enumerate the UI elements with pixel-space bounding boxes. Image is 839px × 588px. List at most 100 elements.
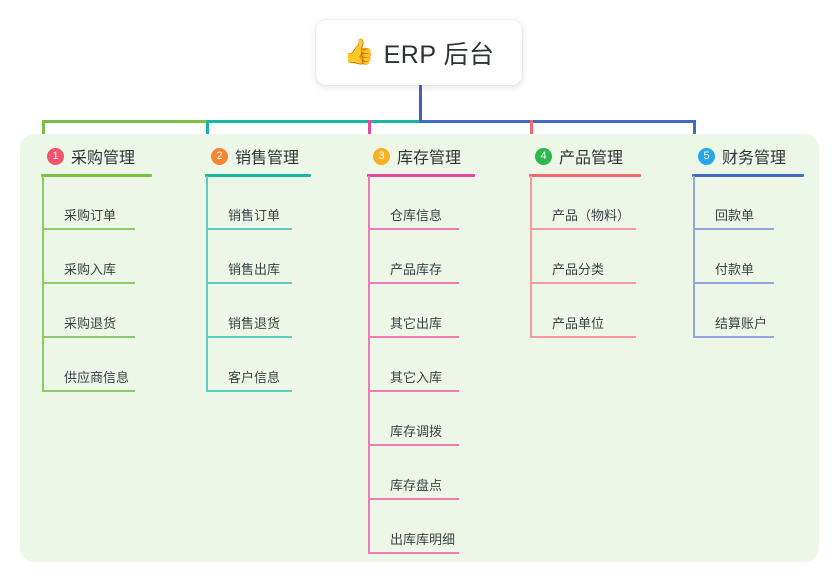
branch-index-badge: 3 [373,147,390,165]
leaf-node-label: 付款单 [715,262,755,277]
branch-header-label: 采购管理 [71,150,136,167]
branch-column-2: 2 销售管理 销售订单 销售出库 销售退货 客户信息 [205,145,341,401]
leaf-node-label: 产品（物料） [552,208,631,223]
leaf-node-label: 结算账户 [715,316,768,331]
branch-spine [42,176,44,392]
branch-index-badge: 4 [535,147,552,165]
root-node[interactable]: 👍 ERP 后台 [316,20,522,85]
leaf-underline [207,336,292,338]
leaf-node[interactable]: 库存盘点 [368,470,482,500]
leaf-underline [694,228,774,230]
leaf-node[interactable]: 回款单 [693,200,797,230]
branch-header-5[interactable]: 5 财务管理 [692,145,834,167]
leaf-underline [43,336,135,338]
branch-spine [693,176,695,338]
root-drop-line [419,85,422,123]
leaf-node-label: 库存调拨 [390,424,443,439]
branch-index-badge: 5 [698,147,715,165]
branch-header-underline [692,174,804,177]
branch-header-underline [367,174,475,177]
leaf-node[interactable]: 产品单位 [530,308,659,338]
leaf-node[interactable]: 供应商信息 [42,362,158,392]
leaf-node[interactable]: 采购退货 [42,308,158,338]
branch-spine [368,176,370,554]
branch-stub-1 [42,120,45,145]
leaf-node[interactable]: 产品分类 [530,254,659,284]
leaf-node-label: 产品单位 [552,316,605,331]
leaf-underline [207,390,292,392]
leaf-node-label: 采购订单 [64,208,117,223]
branch-header-underline [529,174,641,177]
leaf-underline [369,390,459,392]
branches-panel [20,134,819,562]
leaf-node[interactable]: 仓库信息 [368,200,482,230]
branch-spine [206,176,208,392]
connector-bar-segment-1 [42,120,206,123]
leaf-node-label: 客户信息 [228,370,281,385]
leaf-underline [369,228,459,230]
branch-stub-4 [530,120,533,145]
branch-header-3[interactable]: 3 库存管理 [367,145,505,167]
leaf-node[interactable]: 出库库明细 [368,524,482,554]
branch-header-label: 财务管理 [722,150,787,167]
branch-header-1[interactable]: 1 采购管理 [41,145,182,167]
leaf-node[interactable]: 结算账户 [693,308,797,338]
leaf-underline [369,282,459,284]
leaf-underline [43,228,135,230]
leaf-node[interactable]: 其它入库 [368,362,482,392]
leaf-underline [369,498,459,500]
leaf-node-label: 供应商信息 [64,370,130,385]
leaf-node[interactable]: 产品库存 [368,254,482,284]
leaf-node-label: 库存盘点 [390,478,443,493]
branch-header-underline [205,174,311,177]
leaf-node-label: 回款单 [715,208,755,223]
leaf-underline [43,390,135,392]
branch-stub-5 [693,120,696,145]
leaf-node-label: 出库库明细 [390,532,456,547]
leaf-node-label: 销售退货 [228,316,281,331]
leaf-underline [369,552,459,554]
leaf-node[interactable]: 销售出库 [206,254,315,284]
leaf-node-label: 其它入库 [390,370,443,385]
leaf-node[interactable]: 客户信息 [206,362,315,392]
root-node-content: 👍 ERP 后台 [343,35,494,71]
leaf-underline [694,282,774,284]
leaf-underline [694,336,774,338]
branch-stub-2 [206,120,209,145]
leaf-node[interactable]: 库存调拨 [368,416,482,446]
leaf-node-label: 其它出库 [390,316,443,331]
leaf-node[interactable]: 其它出库 [368,308,482,338]
branch-header-label: 销售管理 [235,150,300,167]
branch-stub-3 [368,120,371,145]
connector-bar-segment-2 [206,120,419,123]
leaf-underline [369,444,459,446]
branch-column-1: 1 采购管理 采购订单 采购入库 采购退货 供应商信息 [41,145,182,401]
leaf-underline [369,336,459,338]
leaf-underline [43,282,135,284]
branch-column-3: 3 库存管理 仓库信息 产品库存 其它出库 其它入库 库存调拨 [367,145,505,563]
leaf-node-label: 采购退货 [64,316,117,331]
leaf-node[interactable]: 付款单 [693,254,797,284]
branch-header-2[interactable]: 2 销售管理 [205,145,341,167]
leaf-node-label: 产品分类 [552,262,605,277]
branch-header-underline [41,174,152,177]
branch-column-4: 4 产品管理 产品（物料） 产品分类 产品单位 [529,145,671,347]
leaf-node[interactable]: 销售退货 [206,308,315,338]
leaf-node-label: 采购入库 [64,262,117,277]
leaf-node[interactable]: 销售订单 [206,200,315,230]
leaf-underline [207,282,292,284]
leaf-underline [207,228,292,230]
branch-header-label: 产品管理 [559,150,624,167]
leaf-node[interactable]: 采购入库 [42,254,158,284]
leaf-underline [531,336,636,338]
branch-header-label: 库存管理 [397,150,462,167]
leaf-node-label: 仓库信息 [390,208,443,223]
branch-column-5: 5 财务管理 回款单 付款单 结算账户 [692,145,834,347]
leaf-underline [531,282,636,284]
thumbs-up-icon: 👍 [343,38,375,66]
branch-spine [530,176,532,338]
branch-header-4[interactable]: 4 产品管理 [529,145,671,167]
leaf-node[interactable]: 产品（物料） [530,200,659,230]
leaf-node[interactable]: 采购订单 [42,200,158,230]
